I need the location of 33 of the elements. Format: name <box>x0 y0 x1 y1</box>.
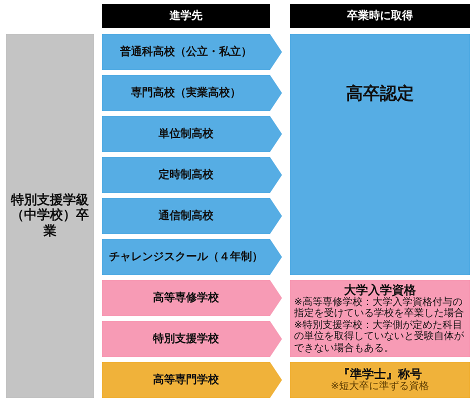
column-heading: 卒業時に取得 <box>347 9 413 23</box>
box-title: 『準学士』称号 <box>338 367 422 382</box>
box-label: 高等専修学校 <box>153 291 219 305</box>
arrow-shaped-box <box>102 157 282 193</box>
result-box <box>290 34 470 275</box>
box-label: 通信制高校 <box>158 209 214 223</box>
start-box <box>6 34 94 398</box>
box-label: 定時制高校 <box>158 168 214 182</box>
box-title: 高卒認定 <box>346 84 414 104</box>
arrow-shaped-box <box>102 116 282 152</box>
box-title: 大学入学資格 <box>344 282 416 297</box>
box-label: 特別支援学級（中学校）卒業 <box>10 192 90 240</box>
arrow-shaped-box <box>102 362 282 398</box>
box-label: 普通科高校（公立・私立） <box>120 45 252 59</box>
note-text: ※短大卒に準ずる資格 <box>330 381 430 393</box>
box-label: チャレンジスクール（４年制） <box>109 250 263 264</box>
arrow-shaped-box <box>102 280 282 316</box>
box-label: 特別支援学校 <box>153 332 219 346</box>
result-box <box>290 280 470 357</box>
note-text: ※特別支援学校：大学側が定めた科目の単位を取得していないと受験自体ができない場合もある。 <box>294 320 465 354</box>
column-heading: 進学先 <box>170 9 202 23</box>
box-label: 単位制高校 <box>158 127 214 141</box>
box-label: 高等専門学校 <box>153 373 219 387</box>
arrow-shaped-box <box>102 75 282 111</box>
arrow-shaped-box <box>102 239 282 275</box>
note-text: ※高等専修学校：大学入学資格付与の指定を受けている学校を卒業した場合 <box>294 296 465 320</box>
result-box <box>290 362 470 398</box>
arrow-shaped-box <box>102 198 282 234</box>
box-label: 専門高校（実業高校） <box>131 86 241 100</box>
arrow-shaped-box <box>102 34 282 70</box>
arrow-shaped-box <box>102 321 282 357</box>
header-bar <box>290 4 470 28</box>
header-bar <box>102 4 270 28</box>
